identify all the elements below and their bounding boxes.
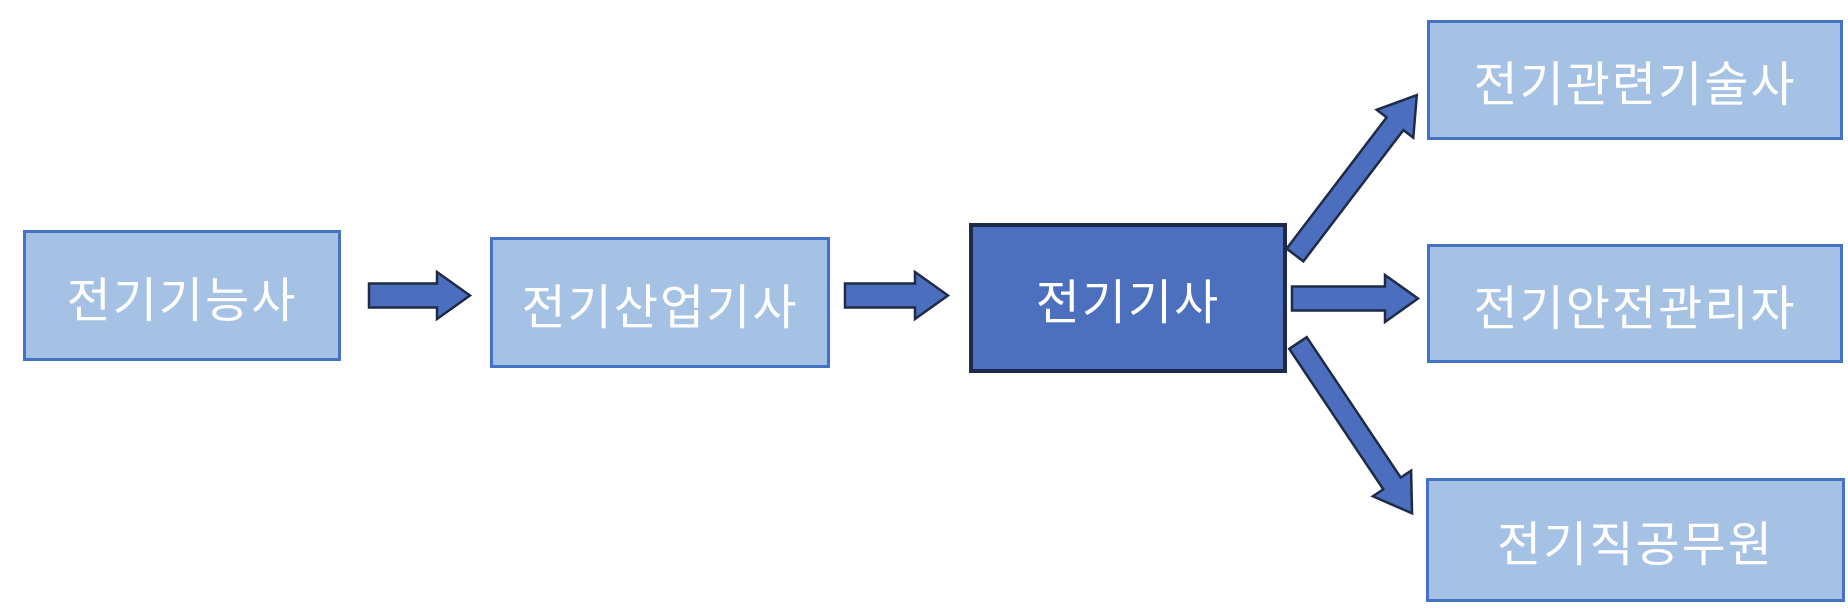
node-industrial-engineer: 전기산업기사 (490, 237, 830, 368)
node-professional-engineer-label: 전기관련기술사 (1473, 59, 1797, 112)
node-craftsman-label: 전기기능사 (66, 274, 298, 328)
node-engineer: 전기기사 (969, 223, 1287, 373)
arrow-industrial-to-engineer (843, 269, 951, 322)
up-right-arrow-icon (1284, 93, 1419, 264)
arrow-engineer-to-civil (1279, 330, 1431, 526)
node-industrial-engineer-label: 전기산업기사 (521, 281, 799, 335)
node-engineer-label: 전기기사 (1035, 277, 1221, 330)
right-arrow-icon (1290, 272, 1421, 325)
node-civil-servant-label: 전기직공무원 (1497, 519, 1774, 572)
right-arrow-icon (843, 269, 951, 322)
node-professional-engineer: 전기관련기술사 (1427, 20, 1843, 140)
arrow-craftsman-to-industrial (367, 269, 473, 322)
right-arrow-icon (367, 269, 473, 322)
arrow-engineer-to-safety (1290, 272, 1421, 325)
down-right-arrow-icon (1287, 335, 1414, 516)
node-safety-manager: 전기안전관리자 (1427, 244, 1843, 363)
node-civil-servant: 전기직공무원 (1426, 478, 1845, 602)
arrow-engineer-to-professional (1277, 81, 1435, 269)
node-safety-manager-label: 전기안전관리자 (1473, 282, 1797, 336)
node-craftsman: 전기기능사 (23, 230, 341, 361)
